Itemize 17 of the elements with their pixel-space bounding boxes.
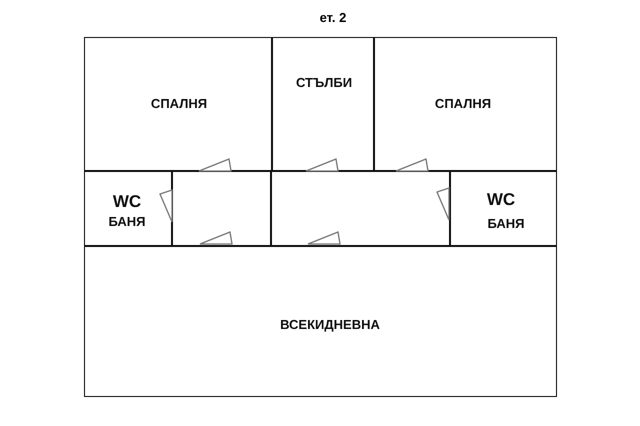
room-label: СПАЛНЯ [434,96,492,111]
room-label: ВСЕКИДНЕВНА [280,317,380,332]
room-label: СТЪЛБИ [296,75,352,90]
room-label: WC [486,190,516,210]
room-outline [84,171,172,246]
room-outline [84,37,272,171]
room-outline [272,37,374,171]
room-outline [271,171,450,246]
room-outline [84,246,557,397]
room-outline [172,171,271,246]
room-label: WC [112,192,142,212]
room-outline [450,171,557,246]
room-outline [374,37,557,171]
room-label: СПАЛНЯ [150,96,208,111]
room-label: БАНЯ [488,216,524,231]
floor-title: ет. 2 [320,10,346,25]
room-label: БАНЯ [108,214,146,229]
